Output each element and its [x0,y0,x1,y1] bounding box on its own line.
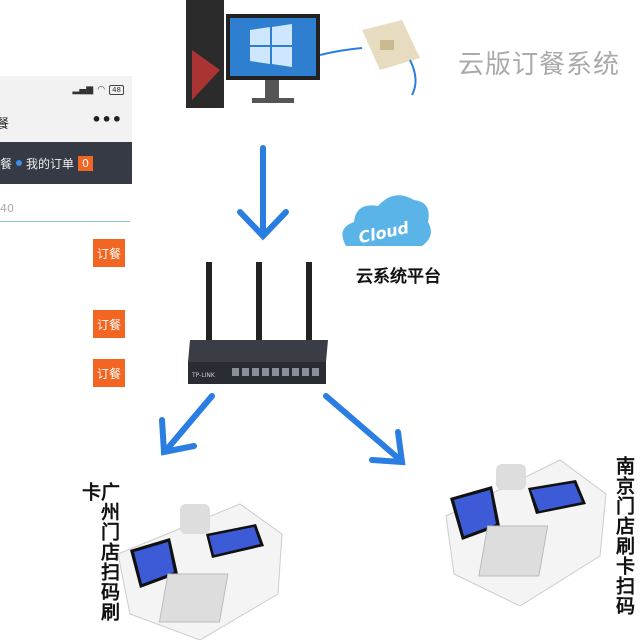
card-terminal-left-icon [117,503,283,640]
dot-icon [16,160,23,166]
order-button[interactable]: 订餐 [93,310,125,338]
more-menu-button[interactable]: ••• [91,110,122,129]
guangzhou-terminal-label: 广州门店扫码刷卡 [79,482,120,622]
nav-bar: 餐 我的订单 0 [0,142,132,184]
nanjing-terminal-label: 南京门店刷卡扫码 [613,456,635,616]
status-bar: ▂▄▆ ◠ 48 [0,76,132,104]
order-count-badge: 0 [78,155,94,171]
battery-icon: 48 [109,85,124,95]
cloud-icon: Cloud [342,195,431,247]
router-icon: TP-LINK [188,262,328,384]
order-button[interactable]: 订餐 [93,359,125,387]
arrow-head [369,429,406,466]
app-header: 餐 ••• [0,104,132,142]
router-brand: TP-LINK [191,372,216,379]
system-title: 云版订餐系统 [458,50,621,80]
header-title: 餐 [0,117,10,132]
order-button[interactable]: 订餐 [93,239,125,267]
card-terminal-right-icon [445,459,607,606]
wifi-icon: ◠ [97,85,106,95]
nav-item-order[interactable]: 餐 [0,156,13,171]
arrow-head [237,209,289,241]
cloud-platform-label: 云系统平台 [356,267,441,287]
search-input[interactable]: 40 [0,202,130,222]
arrow-down-left [165,393,215,451]
arrow-down-right [323,393,401,461]
nav-item-my-orders[interactable]: 我的订单 [26,156,75,171]
arrow-head [159,417,197,456]
mobile-ordering-screen: ▂▄▆ ◠ 48 餐 ••• 餐 我的订单 0 40 订餐 订餐 订餐 [0,76,132,406]
pc-with-reader-icon [186,0,420,108]
signal-icon: ▂▄▆ [72,85,94,95]
